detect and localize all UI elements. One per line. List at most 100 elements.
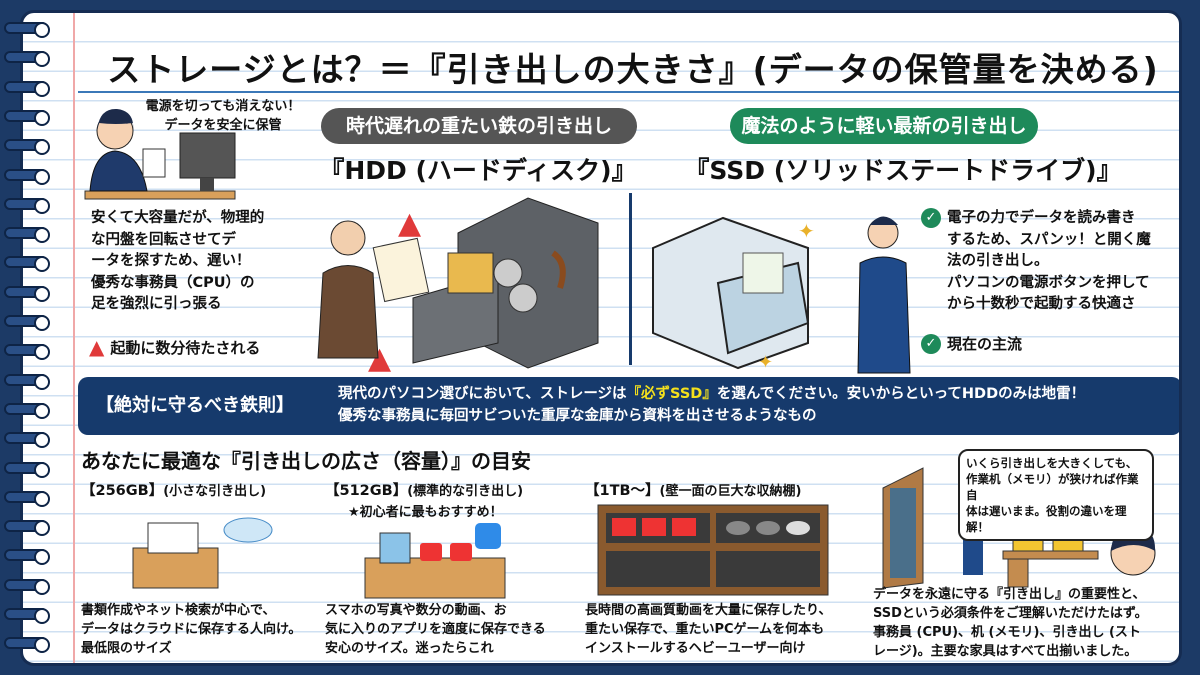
- check-icon: ✓: [921, 333, 941, 354]
- desc-line: パソコンの電源ボタンを押して: [947, 274, 1150, 291]
- rusty-hdd-cabinet-illustration: ▲ ▲: [317, 197, 599, 376]
- spiral-ring: [4, 197, 50, 214]
- capacity-sub: (壁一面の巨大な収納棚): [659, 484, 802, 499]
- rule-text-line2: 優秀な事務員に毎回サビついた重厚な金庫から資料を出させるようなもの: [338, 408, 817, 424]
- ssd-mainstream: ✓ 現在の主流: [921, 333, 1022, 354]
- spiral-ring: [4, 139, 50, 156]
- svg-text:✦: ✦: [798, 219, 815, 243]
- summary-line: SSDという必須条件をご理解いただけたはず。: [873, 606, 1148, 621]
- svg-text:✦: ✦: [758, 352, 773, 373]
- spiral-ring: [4, 315, 50, 331]
- large-shelf-videos-games-illustration: [597, 504, 829, 596]
- hdd-title: 『HDD (ハードディスク)』: [319, 156, 637, 185]
- warning-text: 起動に数分待たされる: [110, 338, 261, 357]
- desc-line: 優秀な事務員（CPU）の: [91, 274, 255, 291]
- speech-bubble: いくら引き出しを大きくしても、 作業机（メモリ）が狭ければ作業自 体は遅いまま。…: [958, 449, 1154, 541]
- desc-line: から十数秒で起動する快適さ: [947, 296, 1136, 312]
- column-divider: [629, 193, 632, 365]
- intro-caption: 電源を切っても消えない！ データを安全に保管: [143, 97, 303, 135]
- bubble-line: 作業机（メモリ）が狭ければ作業自: [966, 472, 1139, 502]
- capacity-1tb-desc: 長時間の高画質動画を大量に保存したり、 重たい保存で、重たいPCゲームを何本も …: [585, 601, 831, 658]
- capacity-256-label: 【256GB】(小さな引き出し): [81, 479, 266, 500]
- capacity-512-label: 【512GB】(標準的な引き出し): [325, 479, 523, 500]
- spiral-ring: [4, 51, 50, 68]
- capacity-256-desc: 書類作成やネット検索が中心で、 データはクラウドに保存する人向け。 最低限のサイ…: [81, 601, 301, 658]
- warning-icon: ▲: [398, 206, 421, 241]
- spiral-ring: [4, 80, 50, 97]
- spiral-ring: [4, 22, 50, 38]
- desc-line: インストールするヘビーユーザー向け: [585, 641, 806, 656]
- check-icon: ✓: [921, 208, 941, 228]
- spiral-ring: [4, 227, 50, 244]
- spiral-ring: [4, 373, 50, 390]
- recommended-badge: ★初心者に最もおすすめ！: [348, 505, 503, 520]
- desc-line: 足を強烈に引っ張る: [91, 296, 222, 312]
- desc-line: データはクラウドに保存する人向け。: [81, 622, 302, 637]
- spiral-ring: [4, 490, 50, 507]
- summary-line: データを永遠に守る『引き出し』の重要性と、: [873, 587, 1146, 602]
- summary-text: データを永遠に守る『引き出し』の重要性と、 SSDという必須条件をご理解いただけ…: [873, 585, 1179, 661]
- desc-line: 気に入りのアプリを適度に保存できる: [325, 622, 546, 637]
- rule-text-part: を選んでください。安いからといってHDDのみは地雷！: [716, 386, 1086, 402]
- hdd-description: 安くて大容量だが、物理的 な円盤を回転させてデ ータを探すため、遅い！ 優秀な事…: [91, 208, 301, 316]
- desc-line: するため、スパンッ！と開く魔: [947, 231, 1151, 248]
- medium-drawer-photos-apps-illustration: [364, 523, 506, 599]
- desc-line: 安心のサイズ。迷ったらこれ: [325, 641, 494, 656]
- spiral-ring: [4, 402, 50, 419]
- capacity-sub: (標準的な引き出し): [407, 484, 524, 499]
- ssd-title: 『SSD (ソリッドステートドライブ)』: [684, 156, 1122, 185]
- bubble-line: 体は遅いまま。役割の違いを理解！: [966, 504, 1127, 534]
- spiral-ring: [4, 432, 50, 449]
- capacity-heading: あなたに最適な『引き出しの広さ（容量）』の目安: [81, 449, 531, 473]
- ssd-tag: 魔法のように軽い最新の引き出し: [730, 108, 1038, 144]
- notebook-page: ストレージとは？＝『引き出しの大きさ』(データの保管量を決める) 電源を切っても…: [20, 10, 1182, 666]
- shiny-ssd-drawer-illustration: ✦ ✦: [652, 216, 911, 374]
- desc-line: 長時間の高画質動画を大量に保存したり、: [585, 603, 832, 618]
- margin-line: [73, 13, 75, 663]
- spiral-ring: [4, 549, 50, 566]
- mainstream-text: 現在の主流: [947, 335, 1023, 353]
- spiral-ring: [4, 461, 50, 478]
- spiral-ring: [4, 285, 50, 302]
- worried-woman-illustration: [84, 108, 236, 200]
- desc-line: 重たい保存で、重たいPCゲームを何本も: [585, 622, 825, 637]
- desc-line: 法の引き出し。: [947, 253, 1049, 269]
- spiral-ring: [4, 109, 50, 126]
- caption-line: 電源を切っても消えない！: [145, 99, 301, 114]
- capacity-1tb-label: 【1TB～】(壁一面の巨大な収納棚): [585, 479, 801, 500]
- rule-text-part: 現代のパソコン選びにおいて、ストレージは: [338, 386, 627, 402]
- small-drawer-cloud-illustration: [132, 517, 273, 589]
- rule-highlight: 『必ずSSD』: [626, 386, 717, 402]
- spiral-ring: [4, 578, 50, 595]
- rule-text: 現代のパソコン選びにおいて、ストレージは『必ずSSD』を選んでください。安いから…: [338, 383, 1085, 427]
- caption-line: データを安全に保管: [164, 118, 282, 133]
- desc-line: な円盤を回転させてデ: [91, 231, 236, 248]
- spiral-ring: [4, 520, 50, 537]
- desc-line: 書類作成やネット検索が中心で、: [81, 603, 276, 618]
- spiral-ring: [4, 256, 50, 273]
- capacity-512-desc: スマホの写真や数分の動画、お 気に入りのアプリを適度に保存できる 安心のサイズ。…: [325, 601, 546, 658]
- spiral-ring: [4, 168, 50, 185]
- hdd-warning: ▲ 起動に数分待たされる: [89, 335, 260, 359]
- bubble-line: いくら引き出しを大きくしても、: [966, 456, 1138, 470]
- spiral-ring: [4, 344, 50, 361]
- capacity-sub: (小さな引き出し): [163, 484, 267, 499]
- ssd-description: ✓ 電子の力でデータを読み書き するため、スパンッ！と開く魔 法の引き出し。 パ…: [921, 208, 1179, 316]
- desc-line: 安くて大容量だが、物理的: [91, 210, 265, 226]
- spiral-ring: [4, 608, 50, 624]
- title-underline: [78, 91, 1179, 93]
- rule-label: 【絶対に守るべき鉄則】: [96, 395, 294, 416]
- capacity-size: 【1TB～】: [585, 483, 660, 499]
- summary-line: 事務員 (CPU)、机 (メモリ)、引き出し (スト: [873, 625, 1141, 640]
- hdd-tag: 時代遅れの重たい鉄の引き出し: [321, 108, 637, 144]
- desc-line: 最低限のサイズ: [81, 641, 172, 656]
- page-title: ストレージとは？＝『引き出しの大きさ』(データの保管量を決める): [107, 50, 1159, 89]
- warning-icon: ▲: [89, 335, 105, 359]
- summary-line: レージ)。主要な家具はすべて出揃いました。: [873, 644, 1138, 659]
- capacity-size: 【512GB】: [325, 483, 408, 499]
- rule-banner: 【絶対に守るべき鉄則】 現代のパソコン選びにおいて、ストレージは『必ずSSD』を…: [78, 377, 1179, 435]
- desc-line: スマホの写真や数分の動画、お: [325, 603, 507, 618]
- spiral-ring: [4, 637, 50, 654]
- capacity-size: 【256GB】: [81, 483, 164, 499]
- desc-line: ータを探すため、遅い！: [91, 253, 251, 269]
